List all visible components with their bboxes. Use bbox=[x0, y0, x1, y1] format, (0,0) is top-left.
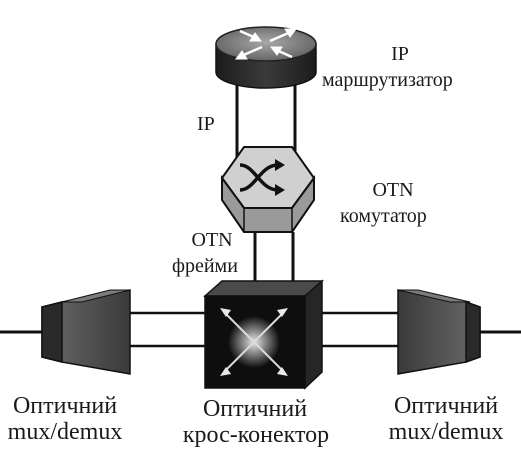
switch-label-line1: OTN bbox=[372, 179, 414, 201]
link-crossconnect-to-right-mux bbox=[320, 311, 398, 348]
mux-demux-icon bbox=[397, 289, 481, 375]
otn-frames-label-line2: фрейми bbox=[172, 255, 238, 277]
router-label-line1: IP bbox=[391, 43, 409, 65]
otn-frames-label-line1: OTN bbox=[191, 229, 233, 251]
cross-connect-label-line2: крос-конектор bbox=[182, 422, 330, 448]
switch-icon bbox=[220, 146, 316, 233]
link-left-mux-to-crossconnect bbox=[130, 311, 205, 348]
switch-cross-symbol bbox=[239, 159, 285, 196]
left-mux-label-line2: mux/demux bbox=[7, 419, 123, 445]
link-switch-to-crossconnect bbox=[253, 232, 295, 288]
router-arrows bbox=[235, 28, 297, 60]
router-label-line2: маршрутизатор bbox=[322, 69, 453, 91]
link-router-to-switch bbox=[235, 85, 297, 158]
cross-connect-label-line1: Оптичний bbox=[202, 396, 308, 422]
link-ip-label: IP bbox=[197, 113, 215, 135]
switch-label-line2: комутатор bbox=[340, 205, 427, 227]
right-mux-label-line2: mux/demux bbox=[388, 419, 504, 445]
right-mux-label-line1: Оптичний bbox=[393, 393, 499, 419]
router-icon bbox=[215, 26, 317, 89]
cross-connect-arrows bbox=[220, 308, 288, 376]
cross-connect-icon bbox=[203, 279, 324, 390]
mux-demux-icon bbox=[41, 289, 131, 375]
left-mux-label-line1: Оптичний bbox=[12, 393, 118, 419]
